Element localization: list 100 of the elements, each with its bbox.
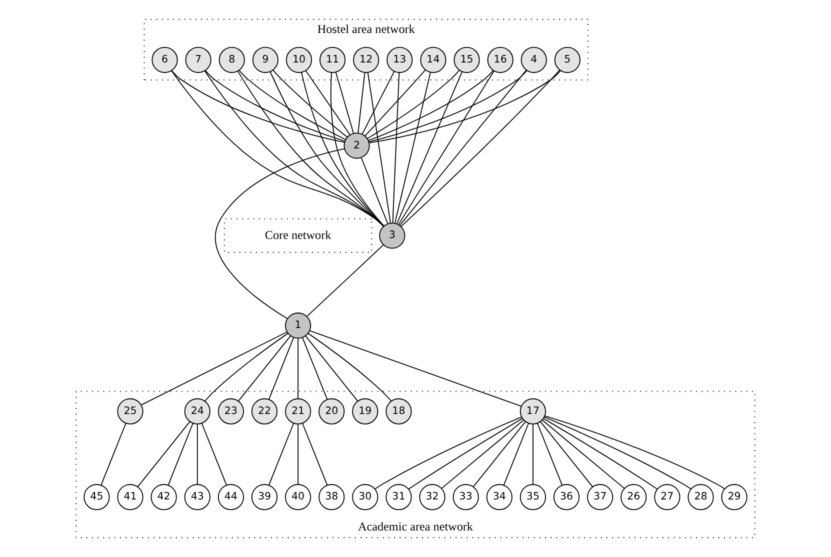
connector — [399, 70, 527, 226]
node-circle: 41 — [117, 484, 144, 510]
node-circle: 23 — [218, 398, 244, 424]
connector — [308, 332, 392, 402]
node-circle: 32 — [419, 484, 446, 510]
connector — [171, 70, 384, 226]
connector — [368, 70, 528, 142]
connector — [204, 70, 346, 142]
connector — [542, 418, 658, 490]
connector — [362, 71, 395, 135]
connector — [392, 72, 400, 224]
connector — [536, 422, 563, 486]
connector — [268, 422, 294, 486]
connector — [137, 421, 190, 488]
connector — [335, 72, 354, 134]
node-circle: 19 — [352, 398, 378, 424]
node-circle: 11 — [319, 46, 346, 73]
connector — [302, 337, 328, 400]
node-circle: 27 — [654, 484, 680, 510]
node-circle: 29 — [721, 484, 748, 510]
node-circle: 5 — [554, 46, 580, 73]
node-circle: 34 — [486, 484, 512, 510]
connector — [408, 418, 523, 490]
node-circle: 36 — [553, 484, 580, 510]
node-box: Core network — [224, 218, 372, 253]
connector — [360, 157, 388, 224]
connector — [472, 421, 526, 488]
connector — [358, 72, 366, 134]
connector — [544, 416, 692, 490]
connector — [141, 332, 288, 406]
node-circle: 17 — [520, 398, 546, 424]
connector — [330, 72, 384, 226]
node-circle: 25 — [117, 398, 144, 424]
node-circle: 31 — [386, 484, 412, 510]
node-circle: 37 — [587, 484, 614, 510]
node-circle: 26 — [620, 484, 647, 510]
connector — [542, 420, 625, 489]
node-circle: 7 — [185, 46, 212, 73]
connector — [168, 422, 194, 486]
node-circle: 35 — [520, 484, 546, 510]
node-circle: 2 — [344, 132, 370, 159]
connector — [272, 70, 348, 138]
node-circle: 8 — [218, 46, 245, 73]
node-circle: 18 — [386, 398, 412, 424]
node-circle: 22 — [251, 398, 278, 424]
connector — [364, 69, 426, 136]
connector — [366, 70, 460, 139]
connector — [398, 70, 494, 226]
node-circle: 40 — [285, 484, 312, 510]
node-circle: 9 — [252, 46, 278, 73]
connector — [367, 72, 391, 224]
connector — [540, 421, 594, 488]
node-circle: 33 — [452, 484, 479, 510]
node-circle: 39 — [251, 484, 278, 510]
node-circle: 15 — [454, 46, 480, 73]
connector — [237, 70, 384, 227]
node-circle: 12 — [353, 46, 380, 73]
connector — [301, 72, 384, 226]
connector — [368, 70, 494, 141]
connector — [204, 70, 384, 226]
node-circle: 43 — [184, 484, 210, 510]
node-circle: 13 — [386, 46, 413, 73]
node-circle: 3 — [379, 222, 406, 249]
connector — [302, 422, 328, 486]
connector — [396, 71, 463, 224]
connector — [394, 72, 431, 224]
node-circle: 44 — [218, 484, 244, 510]
node-circle: 45 — [84, 484, 110, 510]
node-circle: 10 — [286, 46, 312, 73]
connector — [214, 148, 345, 319]
node-circle: 16 — [487, 46, 514, 73]
connector — [238, 335, 292, 402]
node-circle: 21 — [285, 398, 312, 424]
node-circle: 30 — [352, 484, 378, 510]
connector — [305, 335, 358, 402]
node-circle: 1 — [285, 312, 312, 339]
connector — [441, 420, 524, 489]
connector — [400, 69, 560, 227]
connector — [270, 71, 384, 227]
connector — [201, 422, 227, 486]
connector — [306, 244, 384, 317]
connector — [204, 332, 288, 402]
connector — [100, 422, 126, 486]
node-circle: 24 — [184, 398, 210, 424]
connector — [268, 337, 294, 400]
connector — [503, 422, 530, 486]
connector — [305, 70, 350, 136]
node-circle: 14 — [420, 46, 446, 73]
node-circle: 38 — [318, 484, 345, 510]
connector — [374, 416, 522, 490]
node-circle: 6 — [152, 46, 178, 73]
connector — [238, 70, 346, 140]
connector — [368, 70, 561, 144]
node-circle: 20 — [318, 398, 345, 424]
connector — [171, 70, 345, 143]
connector — [532, 423, 534, 485]
node-circle: 42 — [150, 484, 177, 510]
node-circle: 4 — [520, 46, 547, 73]
connector — [196, 423, 198, 485]
connector — [309, 330, 522, 407]
